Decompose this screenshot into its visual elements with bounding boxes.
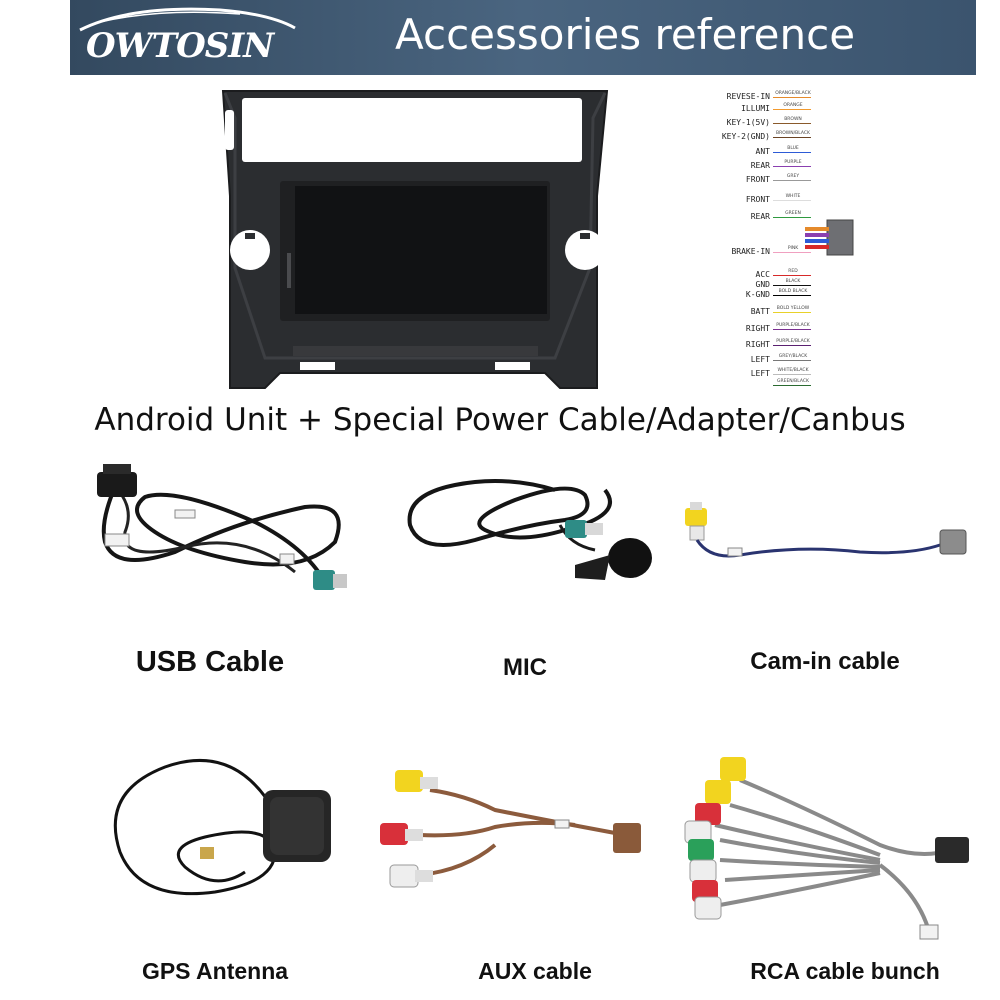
wire-line <box>773 345 811 346</box>
wire-label: LEFT <box>750 369 770 378</box>
rca-cable-bunch-photo <box>684 757 969 940</box>
wire-label: GND <box>755 280 770 289</box>
wire-line <box>773 285 811 286</box>
wire-color-name: BOLD YELLOW <box>776 306 810 311</box>
wire-label: RIGHT <box>745 324 770 333</box>
wire-label: LEFT <box>750 355 770 364</box>
wire-line <box>773 252 811 253</box>
wire-line <box>773 200 811 201</box>
wire-label: K-GND <box>745 290 770 299</box>
wire-color-name: BLACK <box>785 279 801 284</box>
wire-color-name: BLUE <box>787 146 799 151</box>
wire-label: ACC <box>755 270 770 279</box>
brand-name: OWTOSIN <box>86 26 274 66</box>
wire-color-name: GREY/BLACK <box>778 354 808 359</box>
usb-cable-label: USB Cable <box>135 646 285 678</box>
usb-cable-photo <box>97 464 347 590</box>
main-caption: Android Unit + Special Power Cable/Adapt… <box>94 402 906 438</box>
wire-color-name: ORANGE/BLACK <box>775 91 811 96</box>
mic-label: MIC <box>503 654 547 681</box>
wire-label: ILLUMI <box>741 104 770 113</box>
wire-label: REVESE-IN <box>726 92 770 101</box>
wire-line <box>773 374 811 375</box>
wire-color-name: GREEN <box>785 211 801 216</box>
wire-label: KEY-2(GND) <box>721 132 770 141</box>
wire-color-name: ORANGE <box>783 103 803 108</box>
wiring-diagram: REVESE-IN ORANGE/BLACK ILLUMI ORANGE KEY-1(5… <box>700 82 830 392</box>
wire-label: BRAKE-IN <box>731 247 770 256</box>
aux-cable-label: AUX cable <box>478 958 592 984</box>
cam-in-cable-photo <box>685 502 967 558</box>
mic-photo <box>407 479 652 580</box>
cam-in-cable-label: Cam-in cable <box>750 648 900 675</box>
page-title: Accessories reference <box>395 10 856 59</box>
brand-logo: OWTOSIN <box>70 0 300 75</box>
wire-color-name: PURPLE <box>784 160 802 165</box>
wire-label: ANT <box>755 147 770 156</box>
wire-label: REAR <box>750 161 770 170</box>
android-unit-photo <box>221 90 609 389</box>
wire-color-name: BROWN <box>784 117 802 122</box>
wire-line <box>773 97 811 98</box>
wire-color-name: BOLD BLACK <box>778 289 808 294</box>
wire-color-name: BROWN/BLACK <box>776 131 810 136</box>
wire-label: FRONT <box>745 175 770 184</box>
header-banner: OWTOSIN Accessories reference <box>70 0 976 75</box>
wire-line <box>773 329 811 330</box>
car-silhouette-icon <box>79 7 296 32</box>
wire-label: KEY-1(5V) <box>726 118 770 127</box>
aux-cable-photo <box>380 770 641 888</box>
wire-line <box>773 137 811 138</box>
wire-label: RIGHT <box>745 340 770 349</box>
wire-color-name: WHITE <box>785 194 801 199</box>
wire-line <box>773 295 811 296</box>
wire-color-name: PURPLE/BLACK <box>776 339 810 344</box>
wire-line <box>773 180 811 181</box>
wire-label: FRONT <box>745 195 770 204</box>
wire-color-name: GREY <box>786 174 800 179</box>
gps-antenna-photo <box>113 758 331 896</box>
wire-line <box>773 123 811 124</box>
rca-cable-bunch-label: RCA cable bunch <box>750 958 940 984</box>
wire-color-name: PINK <box>787 246 799 251</box>
harness-plug-icon <box>805 219 854 256</box>
wire-color-name: WHITE/BLACK <box>777 368 809 373</box>
wire-color-name: RED <box>788 269 798 274</box>
wire-label: BATT <box>750 307 770 316</box>
wire-line <box>773 360 811 361</box>
wire-line <box>773 275 811 276</box>
wire-color-name: PURPLE/BLACK <box>776 323 810 328</box>
wire-line <box>773 312 811 313</box>
gps-antenna-label: GPS Antenna <box>141 958 289 984</box>
wire-label: REAR <box>750 212 770 221</box>
wire-line <box>773 217 811 218</box>
wire-color-name: GREEN/BLACK <box>777 379 809 384</box>
wire-line <box>773 152 811 153</box>
wire-line <box>773 166 811 167</box>
wire-line <box>773 385 811 386</box>
wire-line <box>773 109 811 110</box>
